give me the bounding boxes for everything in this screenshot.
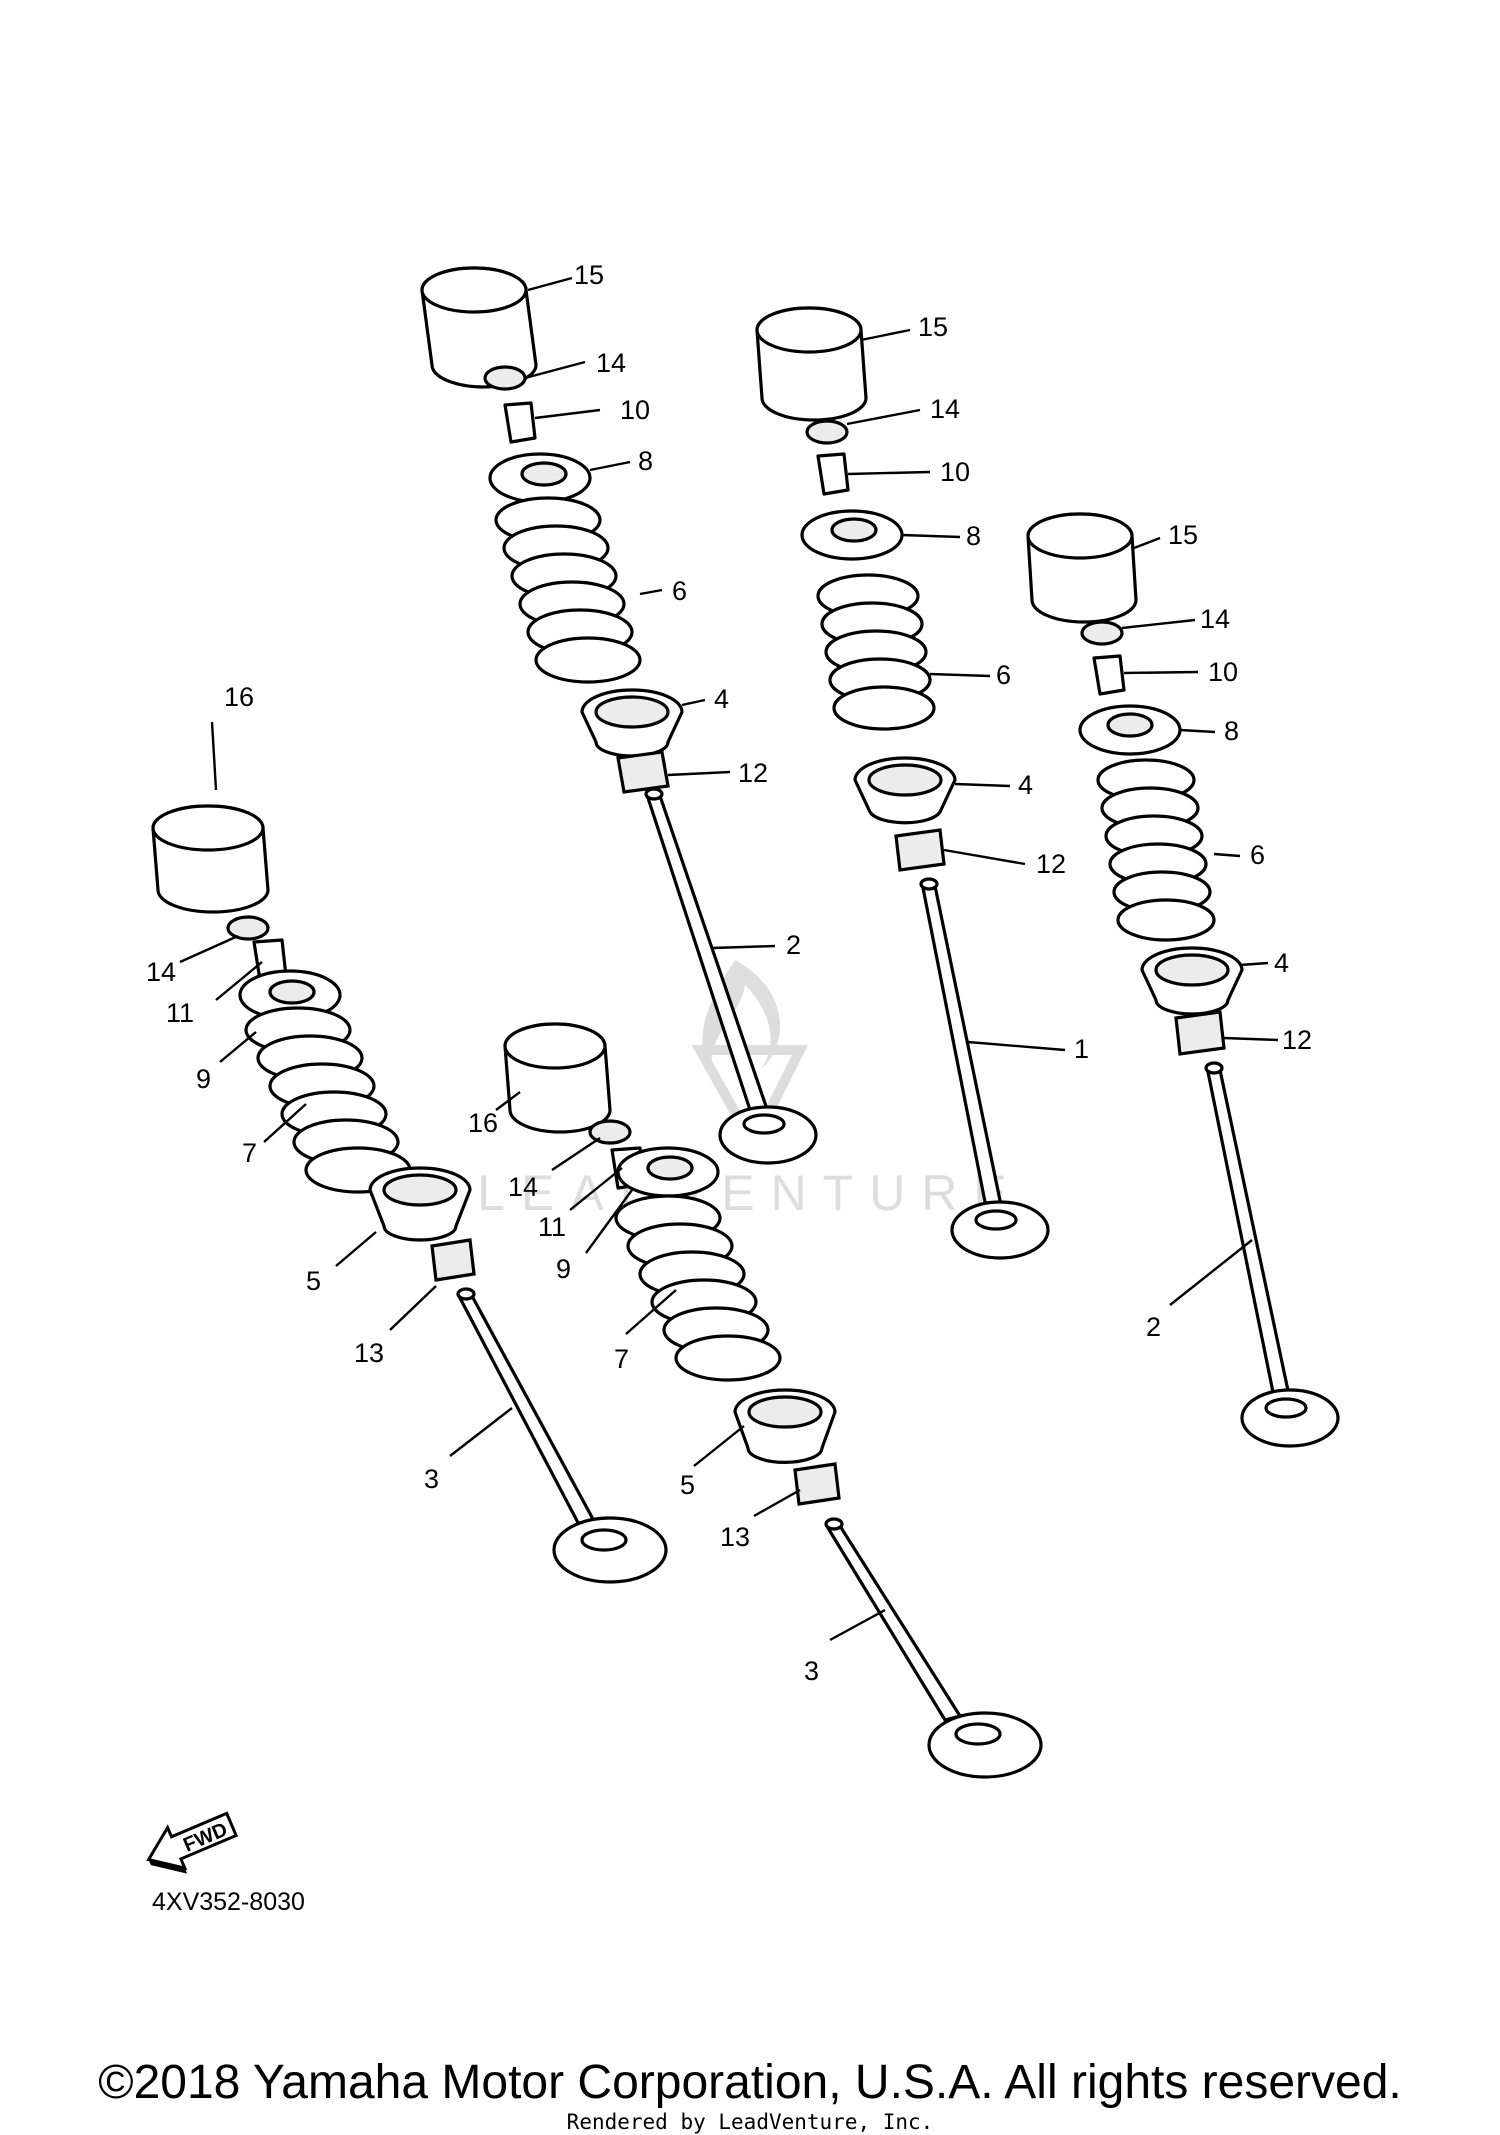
callout-7: 7 <box>242 1138 257 1168</box>
spring-seat-b <box>853 756 957 825</box>
valve-lifter-d <box>151 804 270 914</box>
valve-lifter-c <box>1026 512 1138 624</box>
leader-lines <box>179 276 1279 1642</box>
copyright-notice: ©2018 Yamaha Motor Corporation, U.S.A. A… <box>98 2056 1402 2109</box>
diagram-code: 4XV352-8030 <box>152 1888 305 1916</box>
shim-c <box>1080 620 1124 646</box>
watermark-text: LEADVENTURE <box>477 1165 1023 1221</box>
callout-1: 1 <box>1074 1034 1089 1064</box>
callout-4: 4 <box>1018 770 1033 800</box>
cotter-a <box>503 401 537 444</box>
callout-10: 10 <box>620 395 650 425</box>
valve-e <box>824 1517 1043 1779</box>
fwd-arrow-icon: FWD <box>146 1811 239 1874</box>
callout-9: 9 <box>556 1254 571 1284</box>
spring-seat-d <box>368 1166 472 1242</box>
rendered-by-note: Rendered by LeadVenture, Inc. <box>566 2110 934 2134</box>
valve-stem-seal-c <box>1174 1010 1226 1056</box>
callout-4: 4 <box>714 684 729 714</box>
cotter-b <box>816 452 850 496</box>
shim-e <box>588 1119 632 1145</box>
callout-6: 6 <box>1250 840 1265 870</box>
callout-4: 4 <box>1274 948 1289 978</box>
callout-14: 14 <box>1200 604 1230 634</box>
callout-13: 13 <box>354 1338 384 1368</box>
callout-6: 6 <box>672 576 687 606</box>
shim-a <box>483 365 527 391</box>
retainer-e <box>616 1146 720 1198</box>
callout-15: 15 <box>574 260 604 290</box>
spring-seat-c <box>1140 946 1244 1016</box>
callout-6: 6 <box>996 660 1011 690</box>
valve-b <box>919 877 1050 1260</box>
retainer-b <box>800 509 904 561</box>
callout-11: 11 <box>538 1212 566 1242</box>
callout-2: 2 <box>1146 1312 1161 1342</box>
callout-12: 12 <box>738 758 768 788</box>
valve-assembly-b <box>755 306 1050 1260</box>
valve-lifter-a <box>420 266 538 389</box>
callout-15: 15 <box>918 312 948 342</box>
valve-c <box>1204 1061 1340 1448</box>
callout-12: 12 <box>1036 849 1066 879</box>
callout-7: 7 <box>614 1344 629 1374</box>
callout-5: 5 <box>306 1266 321 1296</box>
valve-a <box>644 787 818 1165</box>
callout-10: 10 <box>1208 657 1238 687</box>
callout-14: 14 <box>930 394 960 424</box>
valve-spring-a <box>494 496 642 684</box>
spring-seat-e <box>733 1388 837 1464</box>
valve-d <box>456 1287 668 1584</box>
callout-10: 10 <box>940 457 970 487</box>
callout-16: 16 <box>468 1108 498 1138</box>
callout-8: 8 <box>966 521 981 551</box>
shim-b <box>805 419 849 445</box>
valve-spring-e <box>614 1194 782 1382</box>
callout-14: 14 <box>596 348 626 378</box>
callout-15: 15 <box>1168 520 1198 550</box>
valve-lifter-b <box>755 306 868 422</box>
callout-11: 11 <box>166 998 194 1028</box>
shim-d <box>226 915 270 941</box>
valve-spring-d <box>244 1006 412 1194</box>
callout-14: 14 <box>508 1172 538 1202</box>
valve-spring-c <box>1096 758 1216 942</box>
callout-2: 2 <box>786 930 801 960</box>
callout-8: 8 <box>638 446 653 476</box>
callout-3: 3 <box>424 1464 439 1494</box>
valve-stem-seal-a <box>616 750 670 794</box>
callouts: 15 14 10 8 6 4 12 2 15 14 10 8 6 4 12 1 … <box>146 260 1312 1686</box>
valve-stem-seal-d <box>430 1238 476 1282</box>
callout-3: 3 <box>804 1656 819 1686</box>
callout-9: 9 <box>196 1064 211 1094</box>
valve-stem-seal-b <box>894 828 946 872</box>
valve-stem-seal-e <box>793 1462 841 1506</box>
valve-assembly-d <box>151 804 668 1584</box>
cotter-c <box>1092 654 1126 696</box>
valve-assembly-e <box>503 1022 1043 1779</box>
callout-13: 13 <box>720 1522 750 1552</box>
retainer-d <box>238 969 342 1021</box>
valve-spring-b <box>816 573 936 731</box>
valve-assembly-c <box>1026 512 1340 1448</box>
spring-seat-a <box>580 688 684 758</box>
callout-5: 5 <box>680 1470 695 1500</box>
retainer-c <box>1078 704 1182 756</box>
callout-8: 8 <box>1224 716 1239 746</box>
valve-assembly-a <box>420 266 818 1165</box>
retainer-a <box>488 452 592 504</box>
callout-14: 14 <box>146 957 176 987</box>
callout-12: 12 <box>1282 1025 1312 1055</box>
valve-lifter-e <box>503 1022 612 1134</box>
callout-16: 16 <box>224 682 254 712</box>
